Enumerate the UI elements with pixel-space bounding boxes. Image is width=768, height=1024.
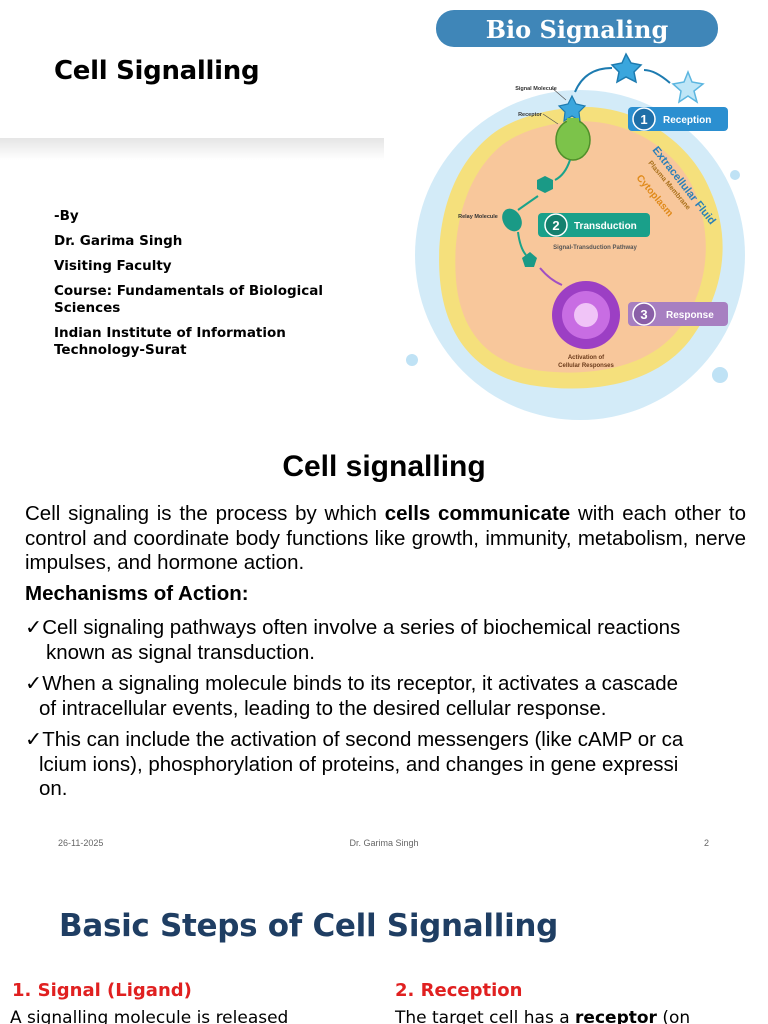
author-name: Dr. Garima Singh [54, 233, 183, 249]
transduction-arrow [517, 231, 527, 256]
transduction-arrow [539, 267, 563, 286]
svg-text:2: 2 [552, 218, 559, 233]
receptor-label: Receptor [518, 112, 543, 118]
check-icon: ✓ [25, 616, 43, 639]
bio-signaling-diagram: Bio Signaling Signal Molecule Receptor R… [406, 10, 745, 420]
slide-title: Cell signalling [282, 450, 486, 483]
fluid-dot [712, 367, 728, 383]
signal-molecule-icon [557, 94, 587, 123]
course-name: Course: Fundamentals of Biological Scien… [54, 283, 324, 316]
title-divider [0, 138, 384, 160]
step2-heading: 2. Reception [395, 980, 523, 1001]
footer-date: 26-11-2025 [58, 838, 104, 848]
author-info: -By Dr. Garima Singh Visiting Faculty Co… [54, 208, 354, 367]
signal-molecule-icon [671, 69, 705, 104]
relay-molecule-icon [502, 208, 522, 232]
diagram-title: Bio Signaling [486, 15, 669, 44]
signal-arrow [643, 69, 671, 84]
pathway-label: Signal-Transduction Pathway [553, 245, 637, 251]
content-slide: Cell signalling Cell signaling is the pr… [0, 438, 768, 858]
intro-emphasis: cells communicate [384, 502, 571, 525]
list-item: ✓Cell signaling pathways often involve a… [25, 616, 681, 664]
svg-text:3: 3 [640, 307, 647, 322]
author-role: Visiting Faculty [54, 258, 172, 274]
relay-molecule-icon [522, 252, 537, 267]
relay-molecule-label: Relay Molecule [458, 214, 498, 220]
check-icon: ✓ [25, 728, 43, 751]
signal-molecule-icon [610, 52, 643, 84]
activation-label: Activation of [568, 355, 605, 361]
step1-text: A signalling molecule is released [10, 1008, 289, 1024]
diagram-banner [436, 10, 718, 47]
slide-title: Basic Steps of Cell Signalling [59, 908, 559, 944]
fluid-dot [406, 354, 418, 366]
intro-paragraph: Cell signaling is the process by which c… [25, 502, 746, 574]
mechanisms-heading: Mechanisms of Action: [25, 582, 249, 605]
list-item: ✓When a signaling molecule binds to its … [25, 672, 679, 720]
signal-molecule-label: Signal Molecule [515, 86, 557, 92]
title-slide: Cell Signalling -By Dr. Garima Singh Vis… [0, 0, 768, 430]
slide-title: Cell Signalling [54, 56, 260, 86]
transduction-arrow [517, 195, 539, 211]
signal-arrow [574, 67, 613, 93]
step1-heading: 1. Signal (Ligand) [12, 980, 192, 1001]
footer-author: Dr. Garima Singh [349, 838, 419, 848]
fluid-dot [730, 170, 740, 180]
transduction-arrow [554, 159, 571, 181]
svg-text:1: 1 [640, 112, 647, 127]
by-label: -By [54, 208, 79, 224]
step2-text: The target cell has a receptor (on [395, 1008, 691, 1024]
check-icon: ✓ [25, 672, 43, 695]
reception-label: Reception [663, 115, 711, 126]
transduction-label: Transduction [574, 221, 637, 232]
institute-name: Indian Institute of Information Technolo… [54, 325, 286, 358]
response-label: Response [666, 310, 714, 321]
steps-slide: Basic Steps of Cell Signalling 1. Signal… [0, 866, 768, 1024]
footer-page-number: 2 [704, 838, 710, 848]
relay-molecule-icon [537, 176, 553, 193]
list-item: ✓This can include the activation of seco… [25, 728, 684, 800]
activation-label: Cellular Responses [558, 363, 614, 369]
